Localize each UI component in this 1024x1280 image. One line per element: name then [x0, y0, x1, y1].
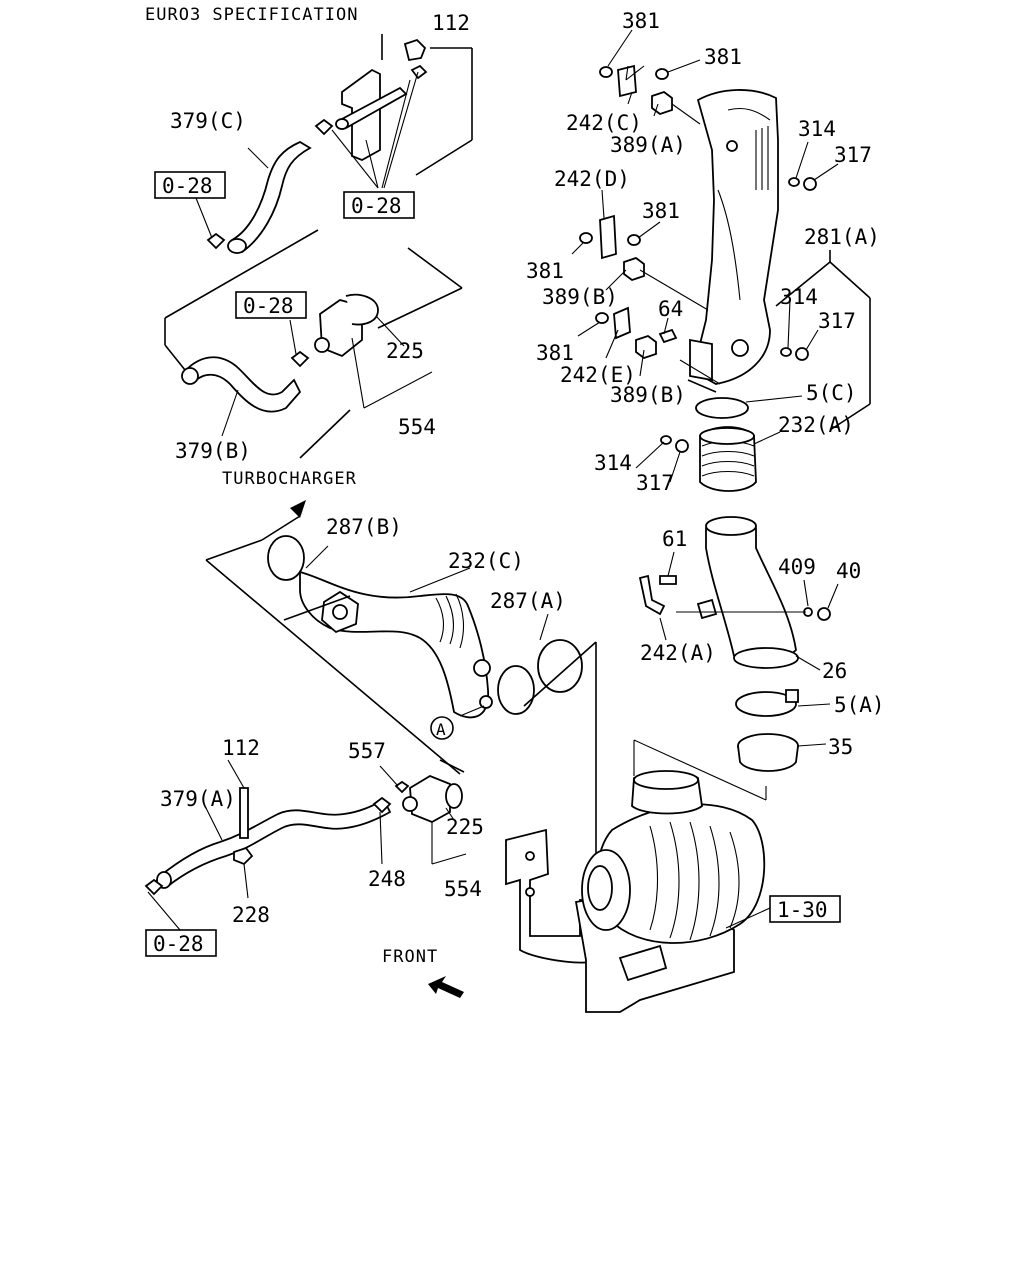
elbow-26-assembly: [638, 516, 831, 772]
part-label-61: 61: [662, 527, 687, 551]
bracket-242a-icon: [638, 574, 666, 616]
hose-379b-assembly: [181, 350, 310, 413]
nut-317-icon: [795, 347, 809, 361]
part-label-409: 409: [778, 555, 816, 579]
nut-381-icon: [599, 66, 613, 78]
part-label-314-b: 314: [780, 285, 818, 309]
part-label-112-bottom: 112: [222, 736, 260, 760]
part-label-381-d: 381: [526, 259, 564, 283]
part-label-389b-1: 389(B): [542, 285, 618, 309]
nut-381-icon: [655, 68, 669, 80]
part-label-225-top: 225: [386, 339, 424, 363]
part-label-232c: 232(C): [448, 549, 524, 573]
part-label-5c: 5(C): [806, 381, 857, 405]
mount-389a-icon: [651, 90, 673, 116]
part-label-248: 248: [368, 867, 406, 891]
bolt-icon: [403, 38, 427, 62]
clamp-icon: [314, 118, 334, 136]
housing-225-top: [314, 293, 379, 358]
part-label-379b: 379(B): [175, 439, 251, 463]
part-label-381-e: 381: [536, 341, 574, 365]
front-arrow-icon: [428, 976, 464, 998]
part-label-40: 40: [836, 559, 861, 583]
clamp-5a-icon: [735, 691, 797, 717]
clamp-icon: [290, 350, 310, 368]
ref-box-top-mid[interactable]: [343, 191, 415, 219]
part-label-281a: 281(A): [804, 225, 880, 249]
part-label-64: 64: [658, 297, 683, 321]
part-label-381-b: 381: [704, 45, 742, 69]
washer-314-icon: [780, 347, 792, 357]
part-label-379c: 379(C): [170, 109, 246, 133]
bracket-242c: [599, 64, 673, 116]
part-label-314-a: 314: [798, 117, 836, 141]
part-label-242a: 242(A): [640, 641, 716, 665]
part-label-112-top: 112: [432, 11, 470, 35]
air-cleaner-assembly: [505, 770, 766, 1013]
part-label-232a: 232(A): [778, 413, 854, 437]
clamp-icon: [144, 878, 164, 896]
part-label-242d: 242(D): [554, 167, 630, 191]
washer-314-icon: [788, 177, 800, 187]
part-label-554-bottom: 554: [444, 877, 482, 901]
nut-40-icon: [817, 607, 831, 621]
ref-box-top-mid-label: 0-28: [351, 194, 402, 218]
part-label-389b-2: 389(B): [610, 383, 686, 407]
clamp-icon: [206, 232, 226, 250]
part-label-242e: 242(E): [560, 363, 636, 387]
part-label-287a: 287(A): [490, 589, 566, 613]
clip-icon: [410, 64, 428, 80]
callout-a-circle[interactable]: [430, 716, 454, 740]
bracket-242d: [579, 214, 645, 282]
turbocharger-label: TURBOCHARGER: [222, 469, 357, 489]
duct-232c-assembly: [267, 535, 583, 719]
clamp-248-icon: [372, 796, 392, 814]
part-label-389a: 389(A): [610, 133, 686, 157]
part-label-554-top: 554: [398, 415, 436, 439]
clamp-287a-icon: [537, 639, 583, 693]
ref-box-bottom-left-label: 0-28: [153, 932, 204, 956]
part-label-381-a: 381: [622, 9, 660, 33]
bolt-112-icon: [239, 787, 249, 839]
ref-box-mid-left-label: 0-28: [243, 294, 294, 318]
hose-379a-assembly: [144, 787, 392, 896]
ref-box-top-left-label: 0-28: [162, 174, 213, 198]
housing-225-bottom: [394, 774, 463, 823]
bolt-557-icon: [394, 780, 410, 794]
bolt-61-icon: [659, 575, 677, 585]
part-label-287b: 287(B): [326, 515, 402, 539]
part-label-557: 557: [348, 739, 386, 763]
clamp-5c-icon: [695, 397, 749, 419]
bracket-112-assembly: [314, 38, 428, 161]
ref-box-top-left[interactable]: [154, 171, 226, 199]
ref-box-air-cleaner[interactable]: [769, 895, 841, 923]
callout-a-label: A: [436, 720, 446, 739]
part-label-379a: 379(A): [160, 787, 236, 811]
snorkel-281a-assembly: [689, 89, 779, 385]
clip-228-icon: [233, 846, 254, 866]
arrow-icon: [290, 500, 306, 518]
bolt-64-icon: [658, 328, 678, 344]
hose-232a-assembly: [695, 397, 757, 492]
part-label-35: 35: [828, 735, 853, 759]
part-label-314-c: 314: [594, 451, 632, 475]
nut-317-icon: [675, 439, 689, 453]
part-label-242c: 242(C): [566, 111, 642, 135]
part-label-225-bottom: 225: [446, 815, 484, 839]
nut-317-icon: [803, 177, 817, 191]
part-label-26: 26: [822, 659, 847, 683]
ref-box-mid-left[interactable]: [235, 291, 307, 319]
part-label-381-c: 381: [642, 199, 680, 223]
clamp-287b-icon: [267, 535, 305, 581]
part-label-317-c: 317: [636, 471, 674, 495]
part-label-228: 228: [232, 903, 270, 927]
part-label-317-a: 317: [834, 143, 872, 167]
part-label-5a: 5(A): [834, 693, 885, 717]
front-label: FRONT: [382, 947, 438, 967]
ref-box-air-cleaner-label: 1-30: [777, 898, 828, 922]
diagram-title: EURO3 SPECIFICATION: [145, 5, 358, 25]
part-label-317-b: 317: [818, 309, 856, 333]
ref-box-bottom-left[interactable]: [145, 929, 217, 957]
